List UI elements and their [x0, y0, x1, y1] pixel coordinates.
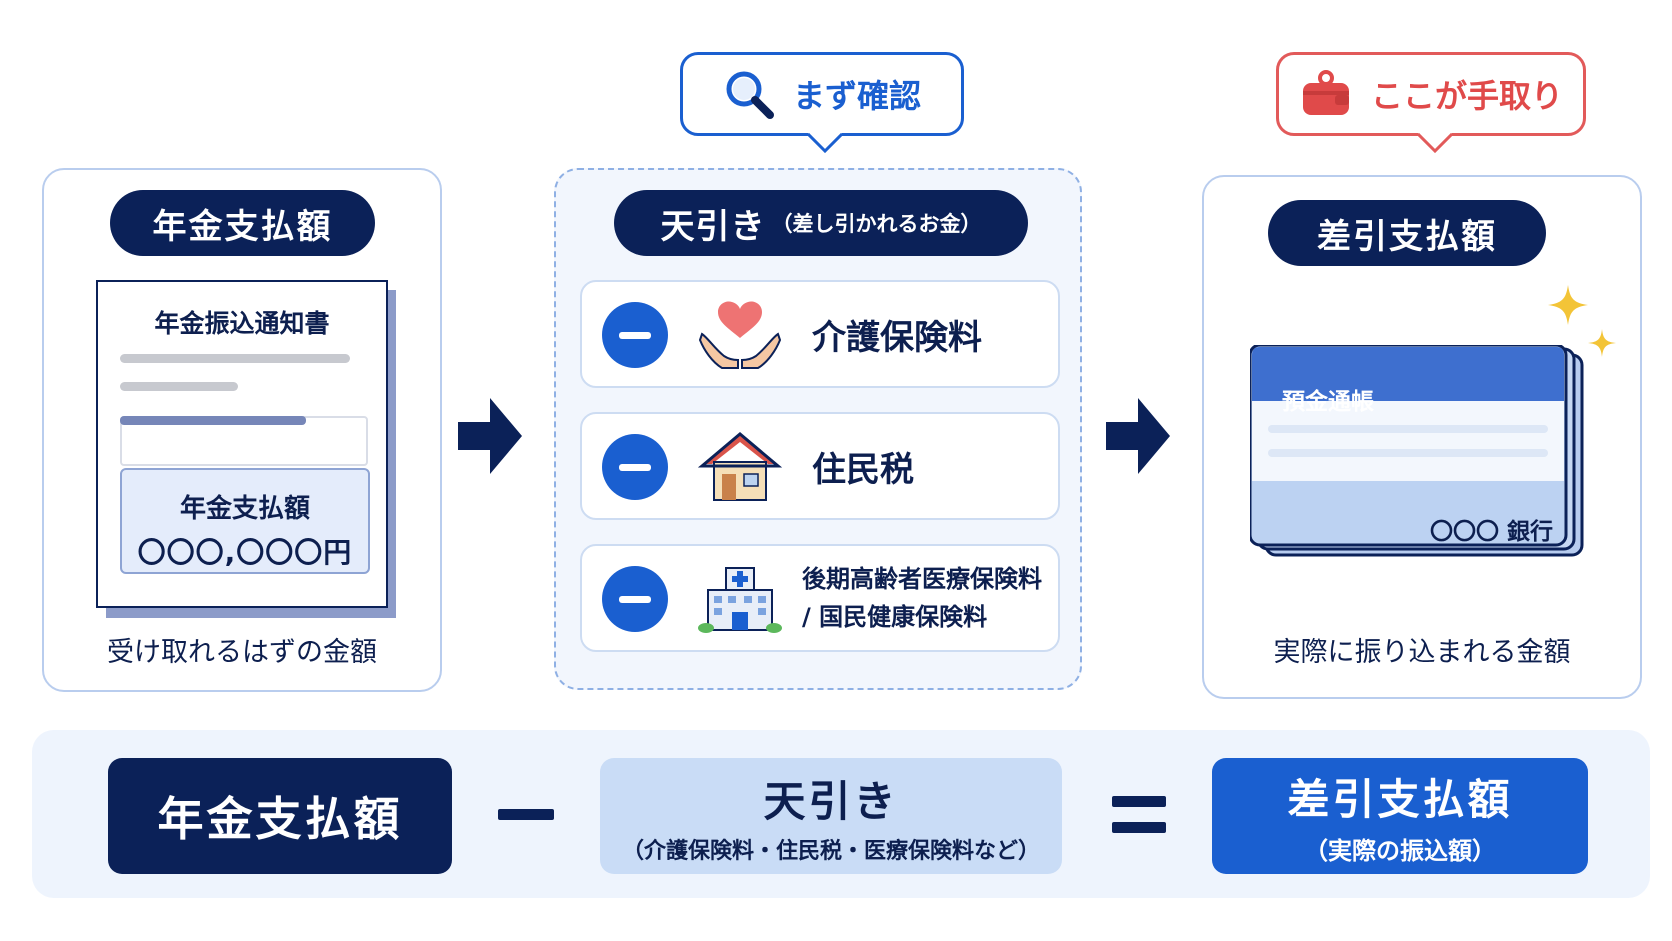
callout-tail	[1418, 133, 1452, 153]
formula-net-main: 差引支払額	[1287, 775, 1513, 824]
deductions-heading-main: 天引き	[660, 206, 766, 247]
document-line	[120, 354, 350, 363]
minus-sign-icon	[498, 809, 554, 820]
house-icon	[698, 432, 782, 501]
document-field-bar	[120, 416, 306, 425]
callout-tail	[808, 133, 842, 153]
minus-icon	[602, 302, 668, 368]
formula-net-payment: 差引支払額 （実際の振込額）	[1212, 758, 1588, 874]
formula-net-sub: （実際の振込額）	[1304, 837, 1496, 865]
heart-hands-icon	[698, 301, 782, 369]
formula-pension-amount: 年金支払額	[108, 758, 452, 874]
minus-icon	[602, 566, 668, 632]
check-first-callout: まず確認	[680, 52, 964, 136]
document-amount-value: 〇〇〇,〇〇〇円	[137, 536, 353, 569]
document-amount-label: 年金支払額	[179, 494, 310, 524]
net-payment-caption: 実際に振り込まれる金額	[1273, 637, 1571, 668]
deduction-label: 住民税	[812, 449, 914, 490]
deductions-heading-sub: （差し引かれるお金）	[771, 212, 982, 236]
passbook-title: 預金通帳	[1282, 389, 1374, 415]
bank-passbook	[1250, 345, 1584, 557]
take-home-label: ここが手取り	[1370, 77, 1563, 115]
formula-deductions-sub: （介護保険料・住民税・医療保険料など）	[621, 838, 1040, 864]
pension-notice-document: 年金振込通知書 年金支払額 〇〇〇,〇〇〇円	[96, 280, 388, 608]
deduction-label-line2: / 国民健康保険料	[802, 603, 988, 631]
deductions-heading: 天引き （差し引かれるお金）	[614, 190, 1028, 256]
arrow-right-icon	[1106, 398, 1170, 474]
pension-amount-heading: 年金支払額	[110, 190, 375, 256]
equals-sign-icon	[1112, 796, 1166, 807]
deduction-item-resident-tax: 住民税	[580, 412, 1060, 520]
document-amount-box: 年金支払額 〇〇〇,〇〇〇円	[120, 468, 370, 574]
document-line	[120, 382, 238, 391]
check-first-label: まず確認	[792, 77, 921, 115]
sparkle-icon	[1548, 285, 1616, 357]
deduction-item-nursing-care: 介護保険料	[580, 280, 1060, 388]
pension-amount-caption: 受け取れるはずの金額	[107, 637, 377, 668]
minus-icon	[602, 434, 668, 500]
take-home-callout: ここが手取り	[1276, 52, 1586, 136]
deduction-label-line1: 後期高齢者医療保険料	[802, 565, 1042, 593]
net-payment-heading: 差引支払額	[1268, 200, 1546, 266]
formula-deductions-main: 天引き	[763, 776, 899, 826]
hospital-icon	[698, 567, 782, 633]
equals-sign-icon	[1112, 822, 1166, 833]
deduction-label: 後期高齢者医療保険料 / 国民健康保険料	[802, 546, 1042, 650]
deduction-label: 介護保険料	[812, 317, 982, 358]
deduction-item-medical-insurance: 後期高齢者医療保険料 / 国民健康保険料	[580, 544, 1060, 652]
formula-deductions: 天引き （介護保険料・住民税・医療保険料など）	[600, 758, 1062, 874]
search-icon	[723, 68, 775, 120]
wallet-icon	[1299, 69, 1353, 119]
document-title: 年金振込通知書	[154, 309, 330, 338]
bank-name: 〇〇〇 銀行	[1430, 519, 1554, 545]
arrow-right-icon	[458, 398, 522, 474]
